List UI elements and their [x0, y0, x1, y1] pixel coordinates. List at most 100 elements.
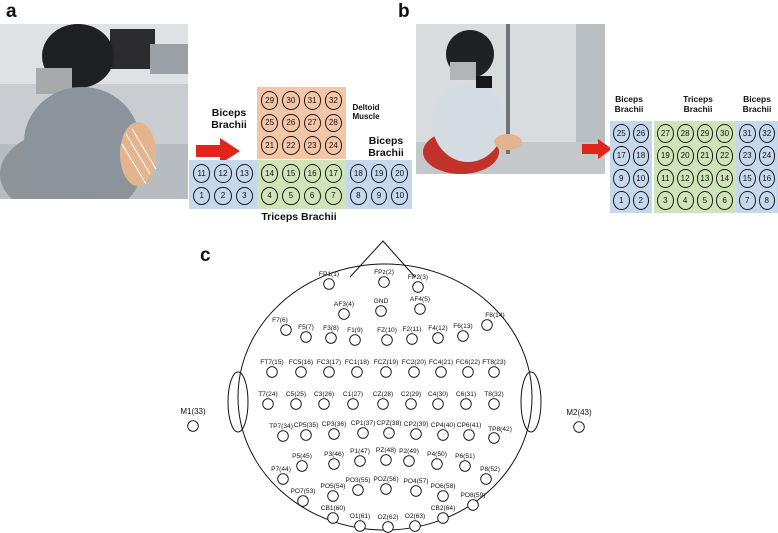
- electrode-label: AF3(4): [334, 301, 354, 308]
- electrode-label: F4(12): [428, 325, 447, 332]
- electrode-marker: [318, 398, 330, 410]
- electrode-cell: 30: [282, 91, 300, 110]
- electrode-cell: 31: [303, 91, 321, 110]
- electrode-marker: [357, 427, 369, 439]
- electrode-label: C2(29): [401, 391, 421, 398]
- electrode-marker: [295, 366, 307, 378]
- electrode-cell: 6: [716, 190, 733, 210]
- electrode-label: P1(47): [350, 448, 370, 455]
- electrode-marker: [488, 398, 500, 410]
- biceps-label-b-left: Biceps Brachii: [614, 94, 644, 114]
- electrode-label: P2(49): [399, 448, 419, 455]
- electrode-label: T7(24): [258, 391, 277, 398]
- electrode-marker: [297, 495, 309, 507]
- electrode-marker: [409, 520, 421, 532]
- electrode-cell: 22: [716, 146, 733, 166]
- electrode-marker: [462, 366, 474, 378]
- electrode-cell: 14: [716, 168, 733, 188]
- electrode-label: F6(13): [453, 323, 472, 330]
- electrode-cell: 14: [261, 164, 279, 183]
- electrode-cell: 11: [193, 164, 211, 183]
- electrode-label: FP2(3): [408, 274, 428, 281]
- electrode-marker: [377, 398, 389, 410]
- electrode-cell: 2: [214, 186, 232, 205]
- electrode-cell: 28: [676, 124, 694, 144]
- electrode-marker: [382, 521, 394, 533]
- electrode-marker: [381, 334, 393, 346]
- electrode-label: TP8(42): [488, 426, 512, 433]
- electrode-label: F1(9): [347, 327, 363, 334]
- electrode-label: P3(46): [324, 451, 344, 458]
- electrode-label: P7(44): [271, 466, 291, 473]
- electrode-marker: [352, 484, 364, 496]
- electrode-label: C3(26): [314, 391, 334, 398]
- electrode-label: FC6(22): [456, 359, 480, 366]
- electrode-label: PO7(53): [291, 488, 316, 495]
- electrode-label: C1(27): [343, 391, 363, 398]
- electrode-cell: 15: [282, 164, 300, 183]
- electrode-cell: 22: [282, 136, 300, 155]
- electrode-cell: 19: [370, 164, 388, 183]
- electrode-label: CP2(39): [404, 421, 429, 428]
- electrode-label: TP7(34): [269, 423, 293, 430]
- electrode-cell: 3: [657, 190, 674, 210]
- electrode-cell: 4: [676, 190, 694, 210]
- electrode-marker: [460, 398, 472, 410]
- electrode-label: CP5(35): [294, 422, 319, 429]
- electrode-label: CB1(60): [321, 505, 346, 512]
- electrode-marker: [403, 455, 415, 467]
- arrow-b-icon: [582, 139, 612, 159]
- electrode-label: FPz(2): [374, 269, 394, 276]
- electrode-label: FP1(1): [319, 271, 339, 278]
- electrode-marker: [380, 454, 392, 466]
- electrode-marker: [349, 334, 361, 346]
- electrode-label: M1(33): [180, 407, 206, 416]
- left-ear: [227, 371, 249, 433]
- electrode-cell: 5: [282, 186, 300, 205]
- electrode-cell: 8: [350, 186, 367, 205]
- electrode-label: M2(43): [566, 408, 592, 417]
- electrode-cell: 24: [758, 146, 775, 166]
- triceps-label-a: Triceps Brachii: [261, 211, 337, 223]
- electrode-marker: [435, 366, 447, 378]
- electrode-marker: [328, 458, 340, 470]
- electrode-label: F7(6): [272, 317, 288, 324]
- electrode-marker: [410, 428, 422, 440]
- electrode-label: PZ(48): [376, 447, 396, 454]
- electrode-label: FCZ(19): [374, 359, 399, 366]
- electrode-marker: [488, 432, 500, 444]
- electrode-cell: 3: [235, 186, 253, 205]
- panel-label-a: a: [6, 1, 17, 22]
- electrode-marker: [410, 485, 422, 497]
- electrode-marker: [378, 276, 390, 288]
- arrow-a-icon: [196, 138, 240, 164]
- electrode-cell: 13: [696, 168, 714, 188]
- electrode-cell: 9: [370, 186, 388, 205]
- panel-label-b: b: [398, 1, 410, 22]
- electrode-label: PO5(54): [321, 483, 346, 490]
- electrode-cell: 32: [758, 124, 775, 144]
- biceps-label-a-right: Biceps Brachii: [368, 135, 404, 160]
- electrode-cell: 6: [303, 186, 321, 205]
- electrode-label: FC5(16): [289, 359, 313, 366]
- electrode-marker: [338, 308, 350, 320]
- electrode-label: T8(32): [484, 391, 503, 398]
- subject-photo-a: [0, 24, 188, 199]
- electrode-cell: 29: [696, 124, 714, 144]
- electrode-cell: 12: [676, 168, 694, 188]
- electrode-marker: [347, 398, 359, 410]
- electrode-cell: 17: [613, 146, 630, 166]
- electrode-label: P6(51): [455, 453, 475, 460]
- electrode-marker: [488, 366, 500, 378]
- electrode-marker: [459, 460, 471, 472]
- electrode-marker: [296, 460, 308, 472]
- electrode-cell: 21: [261, 136, 279, 155]
- electrode-marker: [266, 366, 278, 378]
- electrode-marker: [277, 430, 289, 442]
- electrode-cell: 16: [303, 164, 321, 183]
- electrode-marker: [573, 421, 585, 433]
- electrode-label: CP6(41): [457, 422, 482, 429]
- electrode-marker: [437, 490, 449, 502]
